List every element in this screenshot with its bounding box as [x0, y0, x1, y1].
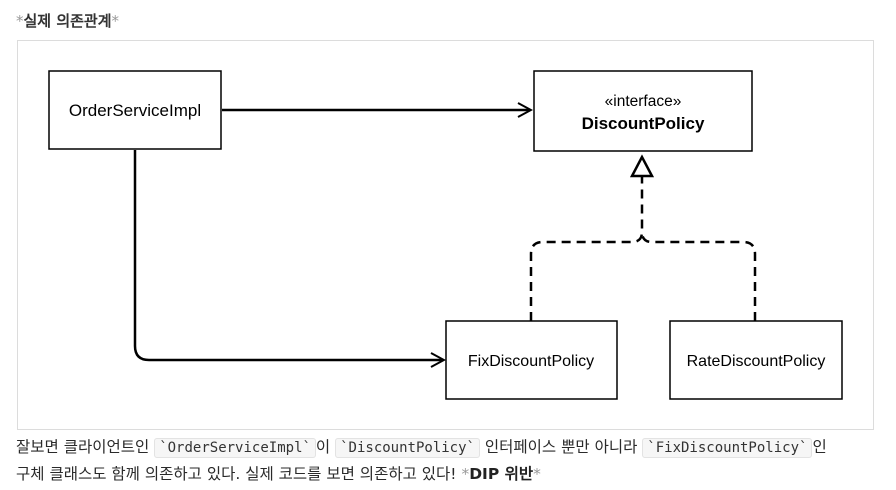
explanation-line-1: 잘보면 클라이언트인 `OrderServiceImpl`이 `Discount… — [16, 436, 886, 459]
label-fix-discount-policy: FixDiscountPolicy — [468, 353, 594, 370]
text-segment: 인터페이스 뿐만 아니라 — [479, 438, 643, 456]
label-order-service-impl: OrderServiceImpl — [69, 101, 201, 120]
label-interface-stereotype: «interface» — [605, 93, 682, 110]
emphasis-star-close: * — [533, 465, 541, 483]
box-fix-discount-policy: FixDiscountPolicy — [445, 320, 618, 400]
heading-title: 실제 의존관계 — [23, 12, 112, 30]
diagram-canvas: OrderServiceImpl «interface» DiscountPol… — [48, 70, 843, 400]
dependency-diagram: OrderServiceImpl «interface» DiscountPol… — [17, 40, 874, 430]
inline-code-orderserviceimpl: `OrderServiceImpl` — [154, 438, 316, 458]
realization-triangle-icon — [629, 154, 655, 178]
emphasis-star-open: * — [461, 465, 470, 483]
text-segment: 구체 클래스도 함께 의존하고 있다. 실제 코드를 보면 의존하고 있다! — [16, 465, 462, 483]
explanation-line-2: 구체 클래스도 함께 의존하고 있다. 실제 코드를 보면 의존하고 있다! *… — [16, 463, 886, 485]
heading-star-open: * — [16, 12, 24, 30]
edge-order-to-fixdiscountpolicy — [133, 150, 443, 360]
box-order-service-impl: OrderServiceImpl — [48, 70, 222, 150]
inline-code-fixdiscountpolicy: `FixDiscountPolicy` — [642, 438, 813, 458]
dip-violation-text: DIP 위반 — [469, 465, 534, 483]
text-segment: 이 — [315, 438, 336, 456]
text-segment: 인 — [812, 438, 827, 456]
box-rate-discount-policy: RateDiscountPolicy — [669, 320, 843, 400]
inline-code-discountpolicy: `DiscountPolicy` — [335, 438, 480, 458]
text-segment: 잘보면 클라이언트인 — [16, 438, 155, 456]
label-rate-discount-policy: RateDiscountPolicy — [687, 353, 826, 370]
edge-rate-realizes-discountpolicy — [640, 231, 757, 321]
heading-star-close: * — [111, 12, 120, 30]
label-discount-policy: DiscountPolicy — [582, 114, 705, 133]
section-heading: *실제 의존관계* — [16, 11, 119, 31]
edge-fix-realizes-discountpolicy — [529, 177, 644, 321]
box-discount-policy: «interface» DiscountPolicy — [533, 70, 753, 152]
